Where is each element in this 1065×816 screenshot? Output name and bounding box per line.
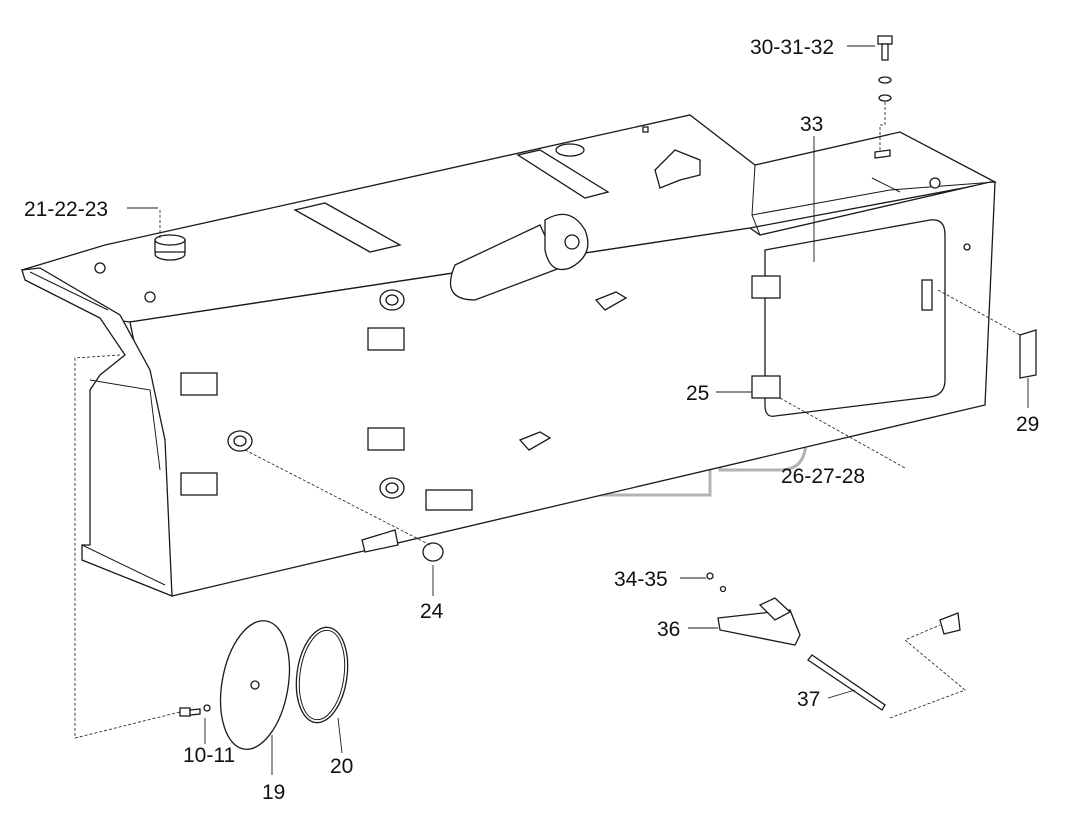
lever-part-36 [717,609,801,646]
cover-assembly [179,620,349,750]
callout-29: 29 [1016,413,1039,436]
top-bracket [654,149,701,189]
callouts: 30-31-32 33 21-22-23 25 29 26-27-28 24 3… [24,36,1039,804]
mounting-pads [180,289,628,553]
leader-lines [74,45,1029,775]
mounting-pad [180,472,218,496]
callout-26-27-28: 26-27-28 [781,465,865,488]
callout-30-31-32: 30-31-32 [750,36,834,59]
callout-10-11: 10-11 [183,744,235,767]
callout-20: 20 [330,755,353,778]
callout-21-22-23: 21-22-23 [24,198,108,221]
callout-37: 37 [797,688,820,711]
plug-part-24 [422,542,444,562]
door-hinge [751,375,781,399]
top-strap-plate [293,202,402,253]
callout-19: 19 [262,781,285,804]
lever-assembly [706,572,961,711]
callout-33: 33 [800,113,823,136]
rod-part-37 [807,654,886,711]
bolt-stack-30-31-32 [877,35,893,102]
mounting-pad [180,372,218,396]
door-hinge [751,275,781,299]
top-strap-plate [516,149,610,199]
mounting-pad [361,529,399,553]
bracket-part [939,612,961,635]
access-door [751,219,971,417]
latch-part-29 [1019,329,1037,379]
callout-24: 24 [420,600,444,623]
filter-body [449,224,561,301]
mounting-pad [367,427,405,451]
mounting-pad [425,489,473,511]
top-features [94,126,941,303]
mounting-pad [367,327,405,351]
o-ring-20 [295,626,349,724]
callout-25: 25 [686,382,709,405]
callout-34-35: 34-35 [614,568,668,591]
door-latch-slot [921,279,933,311]
callout-36: 36 [657,618,680,641]
